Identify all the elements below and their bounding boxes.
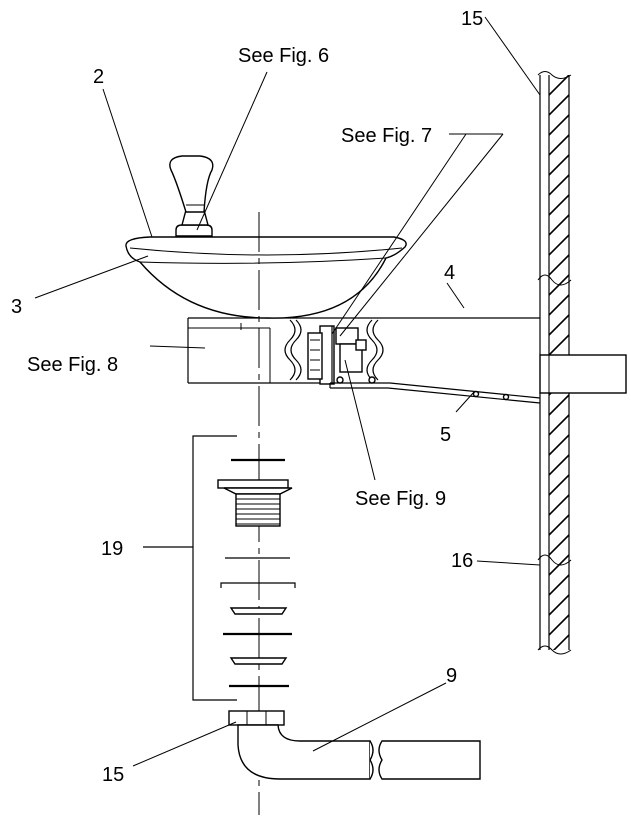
- wall-hatching: [549, 75, 569, 650]
- drain-pipe: [237, 724, 481, 780]
- wall-mounting-bracket: [539, 354, 627, 394]
- label-part-9: 9: [446, 665, 457, 687]
- label-part-3: 3: [11, 296, 22, 318]
- label-part-15-top: 15: [461, 8, 483, 30]
- label-see-fig-7: See Fig. 7: [341, 125, 432, 147]
- label-part-15-bottom: 15: [102, 764, 124, 786]
- label-see-fig-8: See Fig. 8: [27, 354, 118, 376]
- label-part-19: 19: [101, 538, 123, 560]
- label-part-2: 2: [93, 66, 104, 88]
- label-see-fig-9: See Fig. 9: [355, 488, 446, 510]
- housing: [187, 317, 540, 384]
- push-button: [169, 155, 214, 237]
- label-part-5: 5: [440, 424, 451, 446]
- valve-assembly: [307, 325, 367, 385]
- drain-pan: [329, 376, 541, 404]
- leader-lines: [34, 16, 541, 767]
- text-labels: 2 See Fig. 6 15 See Fig. 7 4 3 See Fig. …: [11, 8, 483, 786]
- label-part-4: 4: [444, 262, 455, 284]
- drain-parts-stack: [143, 435, 296, 701]
- label-part-16: 16: [451, 550, 473, 572]
- drain-nut: [228, 710, 285, 726]
- label-see-fig-6: See Fig. 6: [238, 45, 329, 67]
- bowl: [125, 236, 407, 319]
